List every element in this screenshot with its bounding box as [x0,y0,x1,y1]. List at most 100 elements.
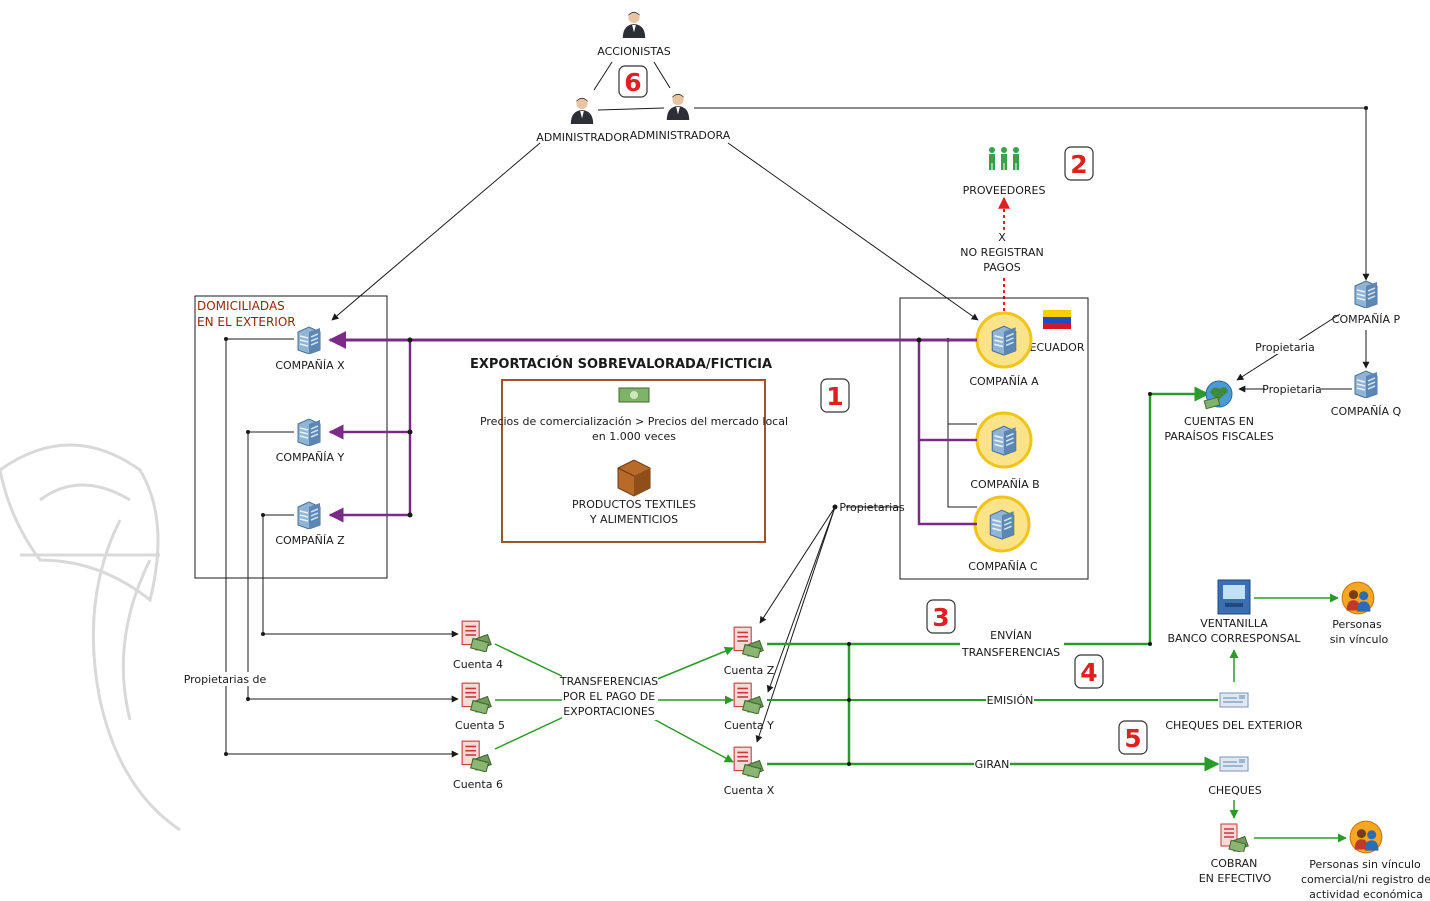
tax-haven-line2: PARAÍSOS FISCALES [1164,430,1273,443]
company-q-label: COMPAÑÍA Q [1331,405,1402,418]
export-flow-lines [328,331,977,526]
owner-label-1: Propietaria [1255,341,1315,354]
export-title: EXPORTACIÓN SOBREVALORADA/FICTICIA [470,356,772,372]
ecuador-companies-box: ECUADOR COMPAÑÍA A COMPAÑÍA B COMPAÑÍA C [899,297,1089,580]
owners-of-label: Propietarias de [184,673,267,686]
badge-4 [1074,654,1104,689]
money-icon [618,387,650,403]
people-no-record-icon [1349,820,1383,854]
badge-5 [1118,720,1148,755]
tax-haven-line1: CUENTAS EN [1184,415,1254,428]
badge-1 [820,378,850,413]
foreign-companies-box: DOMICILIADAS EN EL EXTERIOR COMPAÑÍA X C… [194,295,388,579]
administratrix-icon [666,93,690,120]
send-transfers-line1: ENVÍAN [990,629,1032,642]
offshore-group: COMPAÑÍA P COMPAÑÍA Q Propietaria Propie… [1164,280,1402,443]
draw-label: GIRAN [975,758,1010,771]
company-p-icon [1354,280,1378,308]
svg-text:3: 3 [932,603,949,632]
account-x-icon [733,746,764,778]
people-no-record-line2: comercial/ni registro de [1301,873,1430,886]
account-4-label: Cuenta 4 [453,658,503,671]
company-a-icon [991,325,1017,356]
x-mark: X [998,231,1006,244]
administrator-icon [570,97,594,124]
cash-icon [1220,823,1250,852]
people-no-link-icon [1341,581,1375,615]
people-no-record-line3: actividad económica [1309,888,1423,901]
owner-label-2: Propietaria [1262,383,1322,396]
account-6-label: Cuenta 6 [453,778,503,791]
export-box: EXPORTACIÓN SOBREVALORADA/FICTICIA Preci… [470,356,850,543]
no-payments-line1: NO REGISTRAN [960,246,1043,259]
account-5-icon [461,682,492,714]
account-x-label: Cuenta X [724,784,775,797]
account-6-icon [461,740,492,772]
badge-6 [618,65,648,98]
company-y-label: COMPAÑÍA Y [276,451,345,464]
company-y-icon [297,418,321,446]
box-icon [617,459,651,497]
ecuador-owner-lines: Propietarias [755,501,905,743]
accounts-group: Cuenta 4 Cuenta 5 Cuenta 6 Cuenta Z Cuen… [453,620,775,797]
company-a-label: COMPAÑÍA A [969,375,1039,388]
people-no-link-line1: Personas [1332,618,1382,631]
company-z-icon [297,501,321,529]
bank-group: VENTANILLA BANCO CORRESPONSAL Personas s… [1165,579,1430,901]
svg-text:2: 2 [1070,150,1087,179]
svg-text:6: 6 [624,68,641,97]
watermark-emblem [0,443,181,832]
company-b-icon [991,425,1017,456]
foreign-owner-lines: Propietarias de [184,337,459,758]
administratrix-label: ADMINISTRADORA [630,129,731,142]
money-flow-lines: ENVÍAN TRANSFERENCIAS EMISIÓN GIRAN 3 4 … [767,386,1220,772]
foreign-cheques-label: CHEQUES DEL EXTERIOR [1165,719,1303,732]
shareholders-group: ACCIONISTAS ADMINISTRADOR ADMINISTRADORA… [536,11,731,144]
cheques-icon [1219,756,1249,772]
foreign-cheques-icon [1219,692,1249,708]
foreign-title-line1: DOMICILIADAS [197,299,285,313]
products-line2: Y ALIMENTICIOS [589,513,678,526]
transfer-line1: TRANSFERENCIAS [559,675,658,688]
svg-text:4: 4 [1080,658,1097,687]
account-5-label: Cuenta 5 [455,719,505,732]
badge-3 [926,599,956,634]
cash-line1: COBRAN [1211,857,1258,870]
transfer-line2: POR EL PAGO DE [563,690,655,703]
transfer-line3: EXPORTACIONES [563,705,655,718]
price-line1: Precios de comercialización > Precios de… [480,415,788,428]
administrator-label: ADMINISTRADOR [536,131,630,144]
bank-window-line1: VENTANILLA [1200,617,1268,630]
suppliers-group: PROVEEDORES 2 X NO REGISTRAN PAGOS [960,146,1094,318]
account-y-icon [733,682,764,714]
emission-label: EMISIÓN [987,694,1034,707]
company-b-label: COMPAÑÍA B [970,478,1039,491]
company-p-label: COMPAÑÍA P [1332,313,1401,326]
svg-text:1: 1 [826,382,843,411]
no-payments-line2: PAGOS [983,261,1020,274]
owners-label: Propietarias [839,501,905,514]
cash-line2: EN EFECTIVO [1199,872,1272,885]
suppliers-icon [989,147,1019,170]
ecuador-label: ECUADOR [1030,341,1085,354]
bank-window-line2: BANCO CORRESPONSAL [1167,632,1301,645]
price-line2: en 1.000 veces [592,430,676,443]
company-x-icon [297,326,321,354]
suppliers-label: PROVEEDORES [963,184,1046,197]
company-c-icon [989,509,1015,540]
svg-text:5: 5 [1124,724,1141,753]
tax-haven-accounts-icon [1203,380,1233,410]
company-x-label: COMPAÑÍA X [275,359,345,372]
people-no-record-line1: Personas sin vínculo [1309,858,1421,871]
shareholders-label: ACCIONISTAS [597,45,670,58]
ecuador-flag-icon [1043,310,1071,329]
badge-2 [1064,146,1094,181]
products-line1: PRODUCTOS TEXTILES [572,498,696,511]
account-z-label: Cuenta Z [724,664,775,677]
foreign-title-line2: EN EL EXTERIOR [197,315,296,329]
send-transfers-line2: TRANSFERENCIAS [961,646,1060,659]
company-z-label: COMPAÑÍA Z [275,534,345,547]
account-4-icon [461,620,492,652]
shareholders-icon [622,11,646,38]
